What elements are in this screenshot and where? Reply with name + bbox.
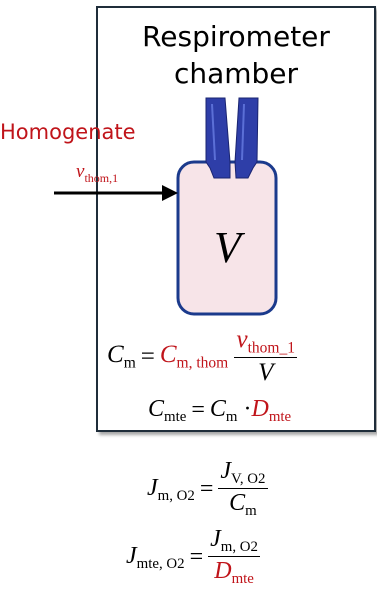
equation-jmte-o2: Jmte, O2= Jm, O2 Dmte (126, 526, 260, 588)
stopper-left (205, 97, 231, 179)
chamber-title: Respirometer chamber (96, 18, 376, 92)
equation-cm: Cm=Cm, thom vthom_1 V (107, 326, 297, 387)
equation-jm-o2: Jm, O2= JV, O2 Cm (147, 458, 268, 520)
inflow-arrowhead (162, 185, 178, 201)
homogenate-label: Homogenate (0, 120, 136, 144)
title-line-2: chamber (173, 57, 299, 90)
title-line-1: Respirometer (142, 20, 330, 53)
flow-rate-label: vthom,1 (76, 161, 119, 185)
stopper-right (234, 97, 259, 179)
volume-symbol: V (214, 223, 241, 272)
equation-cmte: Cmte=Cm ·Dmte (148, 396, 292, 426)
